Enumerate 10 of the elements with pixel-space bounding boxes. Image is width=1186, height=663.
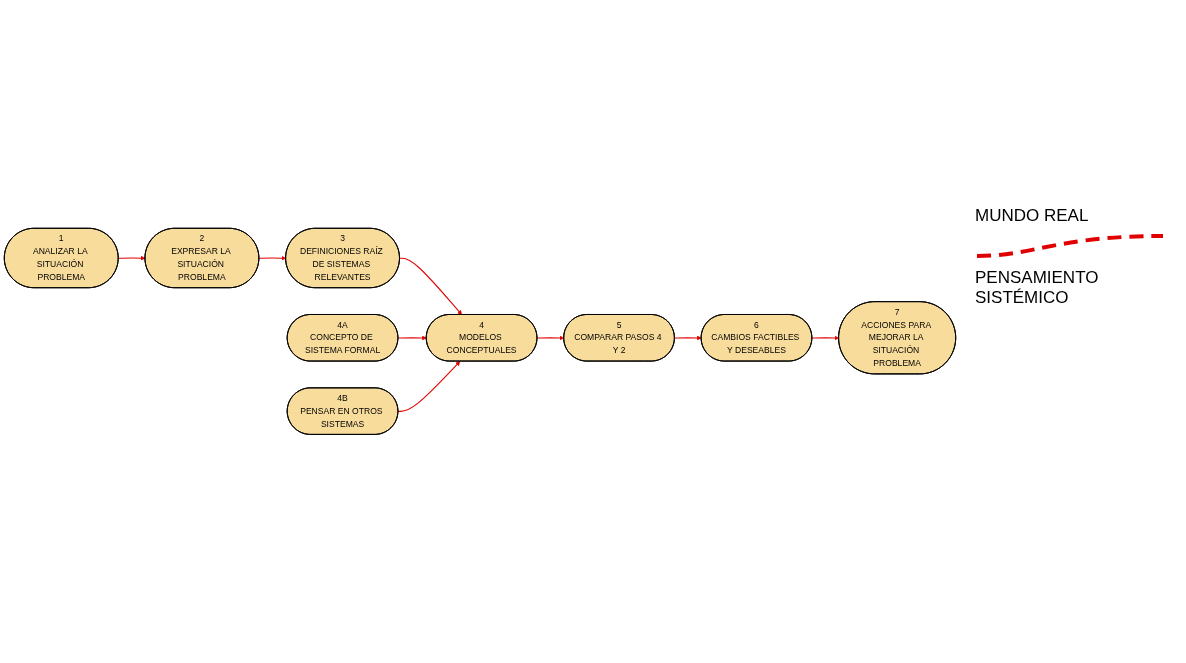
arrow [399,257,462,316]
arrow [397,361,461,413]
arrow [536,335,565,341]
arrow [258,255,287,261]
arrow [811,335,840,341]
arrow [397,335,427,341]
region-label: MUNDO REAL [975,206,1090,226]
region-label: PENSAMIENTO SISTÉMICO [975,268,1100,308]
arrow [674,335,702,341]
arrow [117,255,146,261]
